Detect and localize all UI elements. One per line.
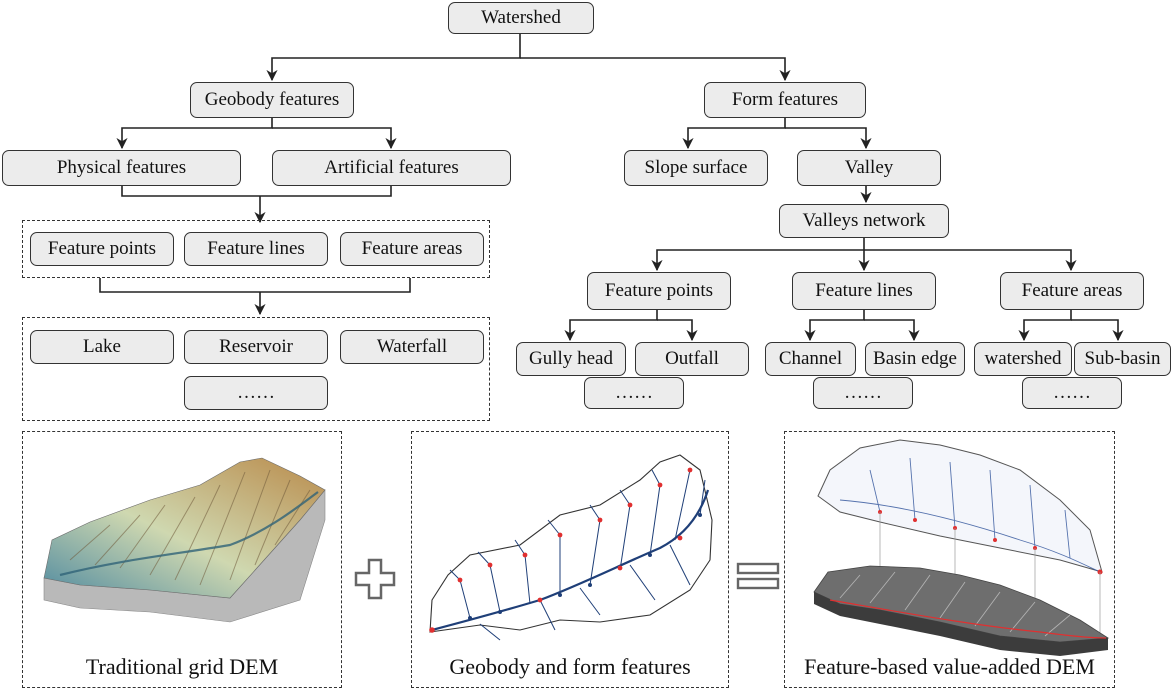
artificial-features-node: Artificial features — [272, 150, 511, 186]
points-more-node: …… — [584, 377, 684, 409]
grid-dem-panel — [22, 431, 342, 688]
features-panel — [411, 431, 729, 688]
geobody-feature-areas-node: Feature areas — [340, 232, 484, 266]
waterfall-node: Waterfall — [340, 330, 484, 364]
plus-icon — [354, 558, 396, 600]
watershed-area-node: watershed — [974, 342, 1072, 376]
physical-features-node: Physical features — [2, 150, 241, 186]
channel-node: Channel — [765, 342, 856, 376]
equals-icon — [736, 562, 780, 590]
slope-surface-node: Slope surface — [624, 150, 768, 186]
geobody-elements-group — [22, 220, 490, 278]
outfall-node: Outfall — [635, 342, 749, 376]
gully-head-node: Gully head — [516, 342, 626, 376]
areas-more-node: …… — [1022, 377, 1122, 409]
geobody-features-node: Geobody features — [190, 82, 354, 118]
reservoir-node: Reservoir — [184, 330, 328, 364]
features-caption: Geobody and form features — [449, 654, 691, 679]
form-feature-areas-node: Feature areas — [1000, 272, 1144, 310]
form-features-node: Form features — [704, 82, 866, 118]
geobody-feature-points-node: Feature points — [30, 232, 174, 266]
geobody-more-node: …… — [184, 376, 328, 410]
value-added-dem-panel — [784, 431, 1115, 688]
lake-node: Lake — [30, 330, 174, 364]
value-added-dem-caption: Feature-based value-added DEM — [804, 654, 1095, 679]
form-feature-points-node: Feature points — [587, 272, 731, 310]
geobody-examples-group — [22, 317, 490, 421]
sub-basin-node: Sub-basin — [1074, 342, 1171, 376]
valleys-network-node: Valleys network — [779, 204, 949, 238]
grid-dem-caption: Traditional grid DEM — [85, 654, 279, 679]
basin-edge-node: Basin edge — [865, 342, 965, 376]
geobody-feature-lines-node: Feature lines — [184, 232, 328, 266]
lines-more-node: …… — [813, 377, 913, 409]
valley-node: Valley — [797, 150, 941, 186]
form-feature-lines-node: Feature lines — [792, 272, 936, 310]
watershed-node: Watershed — [448, 2, 594, 34]
